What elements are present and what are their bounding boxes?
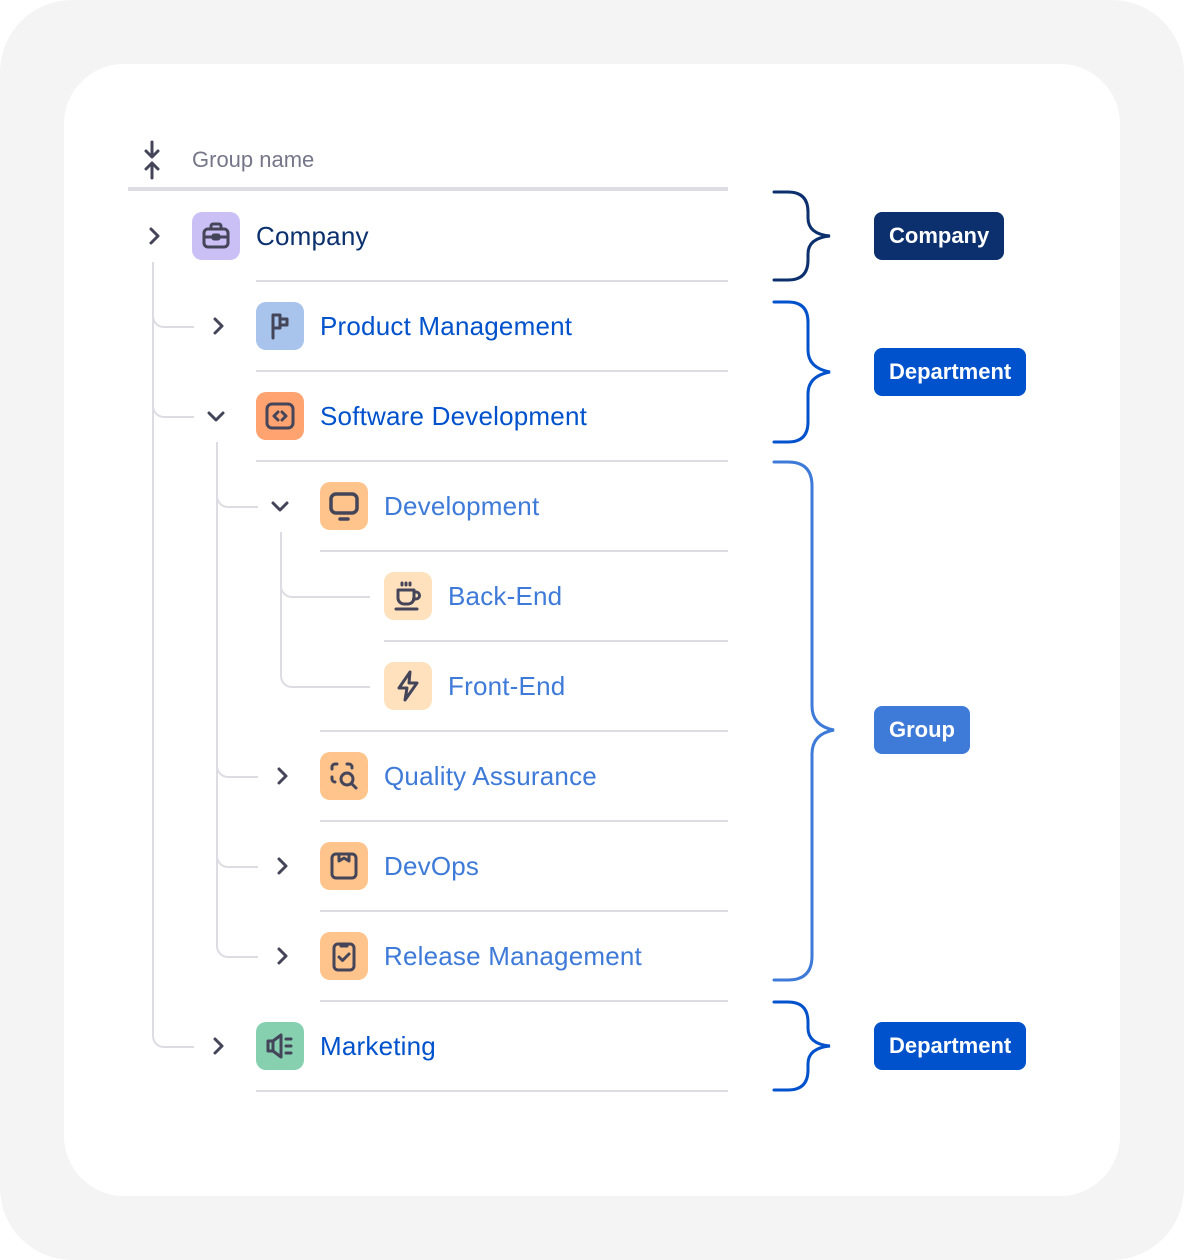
row-divider [384, 640, 728, 642]
flag-icon [256, 302, 304, 350]
row-divider [256, 460, 728, 462]
briefcase-icon [192, 212, 240, 260]
row-divider [320, 730, 728, 732]
row-label: Product Management [320, 311, 573, 341]
package-icon [320, 842, 368, 890]
row-divider [320, 1000, 728, 1002]
tree-row-front-end[interactable]: Front-End [320, 642, 728, 732]
chevron-down-icon[interactable] [204, 404, 228, 428]
row-label: Front-End [448, 671, 566, 701]
column-header-group-name[interactable]: Group name [192, 147, 315, 172]
level-badge-department: Department [874, 348, 1027, 396]
level-badge-company: Company [874, 212, 1005, 260]
row-label: Development [384, 491, 540, 521]
row-label: Quality Assurance [384, 761, 597, 791]
row-label: Company [256, 221, 369, 251]
row-label: Marketing [320, 1031, 436, 1061]
row-divider [320, 820, 728, 822]
tree-connector [280, 532, 370, 688]
tree-row-company[interactable]: Company [128, 192, 728, 282]
tree-row-development[interactable]: Development [256, 462, 728, 552]
level-badge-group: Group [874, 706, 970, 754]
code-icon [256, 392, 304, 440]
row-divider [256, 1090, 728, 1092]
scan-search-icon [320, 752, 368, 800]
row-label: DevOps [384, 851, 480, 881]
chevron-right-icon[interactable] [270, 944, 294, 968]
tree-row-software-development[interactable]: Software Development [192, 372, 728, 462]
tree-row-back-end[interactable]: Back-End [320, 552, 728, 642]
level-badge-department: Department [874, 1022, 1027, 1070]
chevron-down-icon[interactable] [268, 494, 292, 518]
tree-connector [216, 442, 258, 958]
monitor-icon [320, 482, 368, 530]
clipboard-check-icon [320, 932, 368, 980]
coffee-icon [384, 572, 432, 620]
row-divider [256, 280, 728, 282]
brace-group [772, 460, 835, 982]
chevron-right-icon[interactable] [270, 854, 294, 878]
tree-row-marketing[interactable]: Marketing [192, 1002, 728, 1092]
chevron-right-icon[interactable] [206, 314, 230, 338]
collapse-all-icon[interactable] [140, 140, 164, 180]
tree-connector [152, 262, 194, 1048]
chevron-right-icon[interactable] [270, 764, 294, 788]
tree-row-product-management[interactable]: Product Management [192, 282, 728, 372]
brace-department [772, 1000, 831, 1092]
row-divider [320, 910, 728, 912]
row-label: Back-End [448, 581, 563, 611]
row-label: Software Development [320, 401, 588, 431]
lightning-icon [384, 662, 432, 710]
row-divider [256, 370, 728, 372]
row-divider [320, 550, 728, 552]
tree-row-release-management[interactable]: Release Management [256, 912, 728, 1002]
brace-department [772, 300, 831, 444]
chevron-right-icon[interactable] [142, 224, 166, 248]
brace-company [772, 190, 831, 282]
row-label: Release Management [384, 941, 642, 971]
header-divider [128, 187, 728, 191]
tree-row-quality-assurance[interactable]: Quality Assurance [256, 732, 728, 822]
chevron-right-icon[interactable] [206, 1034, 230, 1058]
tree-row-devops[interactable]: DevOps [256, 822, 728, 912]
megaphone-icon [256, 1022, 304, 1070]
